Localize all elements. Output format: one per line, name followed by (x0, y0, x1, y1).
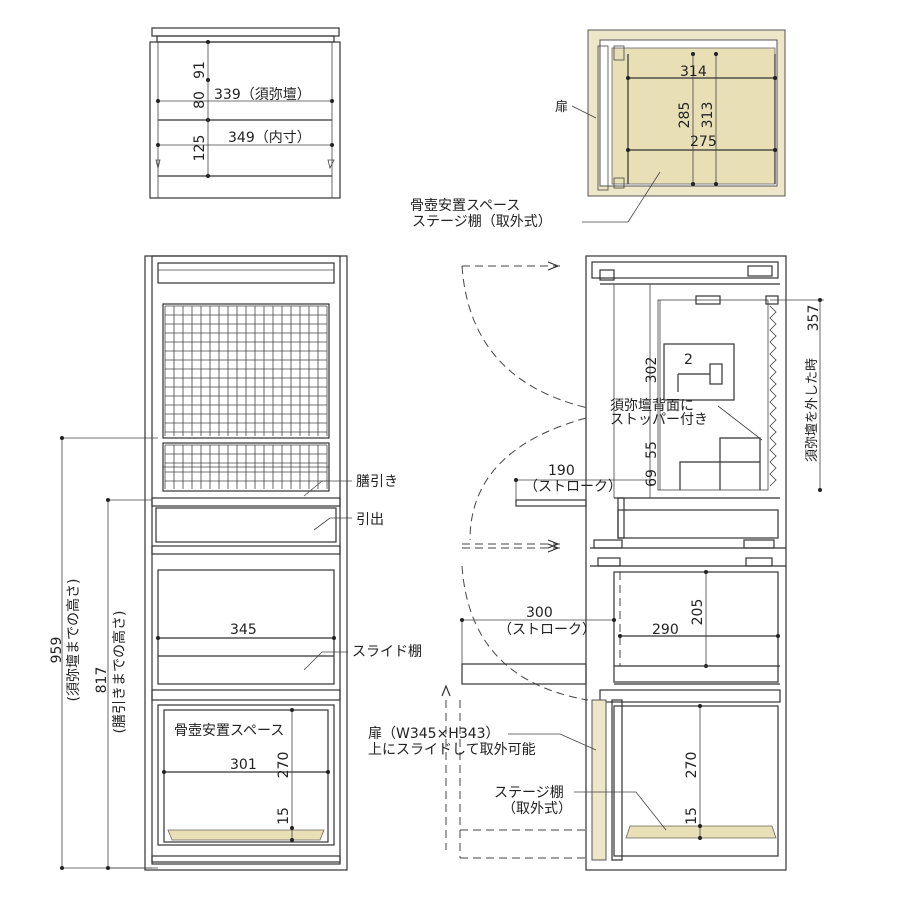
side-dim-300: 300 (526, 605, 553, 621)
front-height-959-note: (須弥壇までの高さ) (65, 579, 82, 702)
side-door-2: 上にスライドして取外可能 (368, 742, 536, 758)
front-height-817-note: (膳引きまでの高さ) (111, 611, 128, 734)
front-dim-270: 270 (276, 752, 292, 779)
dim-349: 349（内寸） (228, 130, 311, 146)
side-stopper-2: ストッパー付き (610, 412, 708, 428)
side-dim-205: 205 (690, 599, 706, 626)
plan-dim-313: 313 (700, 102, 716, 129)
dim-80: 80 (192, 91, 208, 109)
front-dim-301: 301 (230, 757, 257, 773)
side-stopper-1: 須弥壇背面に (610, 397, 694, 414)
plan-space-label-1: 骨壺安置スペース (410, 198, 520, 214)
front-label-zenbiki: 膳引き (356, 474, 398, 490)
side-note-357: 須弥壇を外した時 (804, 358, 820, 462)
dim-91: 91 (192, 61, 208, 79)
side-dim-69: 69 (644, 469, 660, 487)
side-dim-270: 270 (684, 752, 700, 779)
side-dim-357: 357 (806, 305, 822, 332)
front-space-label: 骨壺安置スペース (174, 723, 284, 739)
front-dim-345: 345 (230, 622, 257, 638)
plan-dim-275: 275 (690, 134, 717, 150)
front-height-817: 817 (94, 667, 110, 694)
side-dim-2: 2 (684, 352, 693, 368)
plan-view: 314 285 313 275 扉 骨壺安置スペース ステージ棚（取外式） (410, 29, 786, 230)
front-elevation: 膳引き 引出 345 スライド棚 骨壺安置スペース 301 270 15 959… (49, 255, 422, 871)
side-stage-2: （取外式） (502, 801, 572, 817)
side-section: 2 (368, 255, 824, 871)
upper-section-view: 91 80 339（須弥壇） 125 349（内寸） (149, 27, 341, 199)
side-stroke-1: （ストローク） (524, 479, 622, 495)
front-label-slide: スライド棚 (352, 644, 422, 660)
front-height-959: 959 (49, 637, 65, 664)
plan-dim-285: 285 (677, 102, 693, 129)
front-dim-15: 15 (276, 807, 292, 825)
lattice-grille-lower (164, 444, 328, 489)
side-dim-290: 290 (652, 622, 679, 638)
plan-space-label-2: ステージ棚（取外式） (412, 214, 552, 230)
side-door-1: 扉（W345×H343） (368, 726, 500, 742)
side-stage-1: ステージ棚 (494, 785, 564, 801)
lattice-grille (164, 305, 328, 436)
side-dim-55: 55 (644, 441, 660, 459)
front-label-hikidashi: 引出 (356, 512, 384, 528)
side-dim-302: 302 (644, 357, 660, 384)
plan-dim-314: 314 (680, 64, 707, 80)
side-dim-190: 190 (548, 463, 575, 479)
side-stroke-2: （ストローク） (498, 622, 596, 638)
dim-339: 339（須弥壇） (214, 86, 311, 103)
plan-door-label: 扉 (555, 99, 568, 115)
dim-125: 125 (192, 135, 208, 162)
side-dim-15: 15 (684, 807, 700, 825)
